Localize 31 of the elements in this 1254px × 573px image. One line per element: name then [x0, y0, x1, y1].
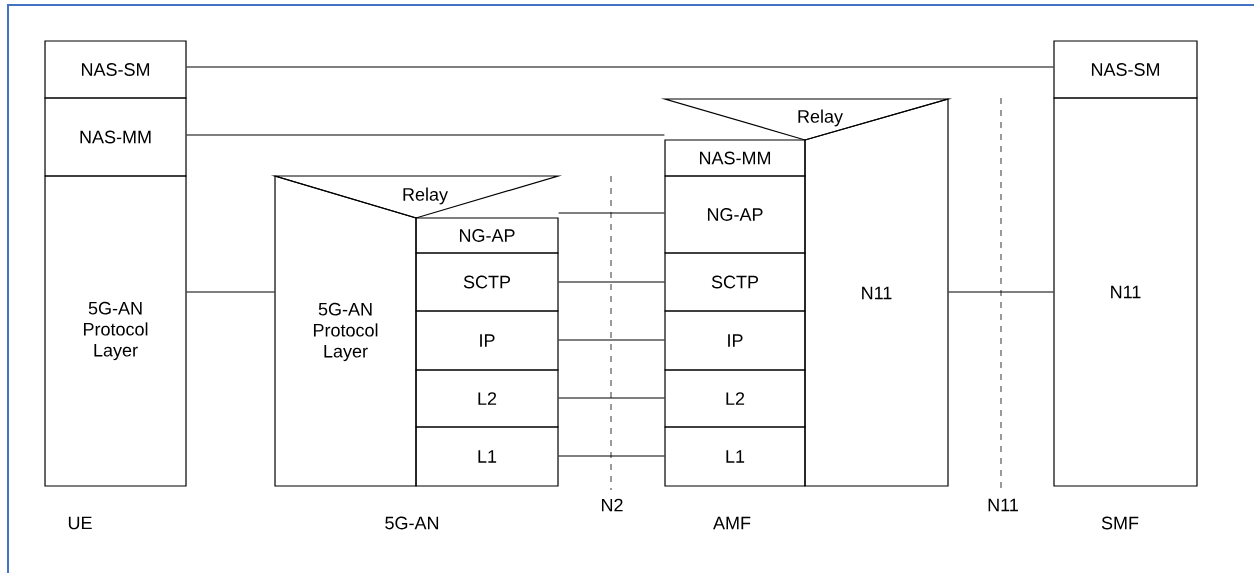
- connection-line: [558, 455, 665, 457]
- protocol-layer-box: IP: [415, 310, 559, 371]
- protocol-layer-box: L1: [415, 426, 559, 487]
- protocol-layer-box: NG-AP: [664, 175, 806, 254]
- connection-line: [186, 291, 275, 293]
- connection-line: [186, 134, 665, 136]
- caption-label: SMF: [1101, 516, 1139, 530]
- protocol-layer-box: NAS-SM: [44, 40, 187, 99]
- protocol-layer-box: NG-AP: [415, 217, 559, 254]
- protocol-layer-box: L1: [664, 426, 806, 487]
- protocol-layer-box: L2: [415, 369, 559, 428]
- protocol-layer-box: NAS-MM: [44, 97, 187, 177]
- protocol-layer-box: L2: [664, 369, 806, 428]
- connection-line: [558, 212, 665, 214]
- caption-label: N2: [602, 498, 623, 512]
- connection-line: [186, 66, 1054, 68]
- protocol-layer-box: 5G-AN Protocol Layer: [44, 175, 187, 487]
- caption-label: N11: [988, 498, 1018, 512]
- protocol-layer-box: NAS-MM: [664, 139, 806, 177]
- caption-label: 5G-AN: [385, 516, 439, 530]
- protocol-layer-box: SCTP: [664, 252, 806, 312]
- caption-label: UE: [68, 516, 92, 530]
- connection-line: [948, 291, 1054, 293]
- protocol-layer-box: IP: [664, 310, 806, 371]
- protocol-layer-box: SCTP: [415, 252, 559, 312]
- connection-line: [558, 339, 665, 341]
- connection-line: [558, 397, 665, 399]
- protocol-layer-box: N11: [1053, 97, 1198, 487]
- caption-label: AMF: [713, 516, 751, 530]
- protocol-layer-box: NAS-SM: [1053, 40, 1198, 99]
- connection-line: [558, 281, 665, 283]
